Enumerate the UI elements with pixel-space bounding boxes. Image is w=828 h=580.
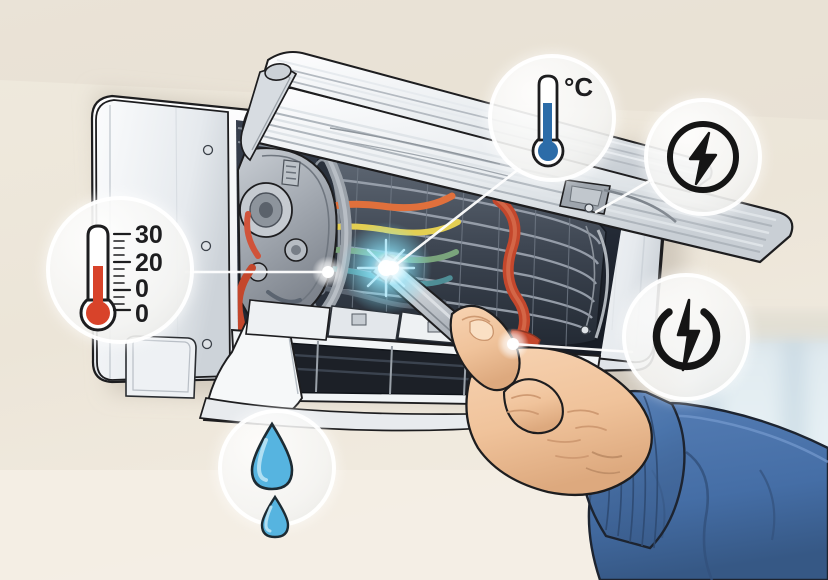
callout-nodes: [312, 250, 529, 360]
panel-hinge-bracket: [559, 179, 677, 223]
thermo-scale-0: 0: [135, 300, 149, 328]
bolt-circle-icon: [667, 121, 739, 193]
celsius-thermometer-badge[interactable]: °C: [486, 52, 618, 184]
power-bolt-icon: [652, 298, 721, 372]
chassis-screws: [200, 144, 594, 350]
water-drop-badge[interactable]: [216, 407, 338, 539]
thermo-scale-10: 0: [135, 275, 149, 303]
thermometer-icon: °C: [531, 72, 593, 168]
connector-bolt-to-unit: [594, 178, 653, 214]
connector-celsius-to-toolhead: [390, 166, 522, 270]
technician-hand: [449, 304, 828, 580]
power-bolt-badge[interactable]: [620, 271, 752, 403]
celsius-unit-label: °C: [564, 72, 593, 102]
fan-motor-assembly: [236, 140, 352, 325]
electric-bolt-badge[interactable]: [642, 96, 764, 218]
thermo-scale-30: 30: [135, 221, 163, 249]
thermometer-icon: 30 20 0 0: [79, 221, 163, 332]
red-thermometer-badge[interactable]: 30 20 0 0: [44, 194, 196, 346]
callout-connectors: [184, 166, 653, 354]
connector-power-to-unit: [511, 342, 634, 354]
unit-left-vent-notch: [125, 335, 197, 399]
thermo-scale-20: 20: [135, 249, 163, 277]
interior-mount-bracket: [245, 299, 471, 345]
water-drop-icon: [250, 421, 294, 539]
